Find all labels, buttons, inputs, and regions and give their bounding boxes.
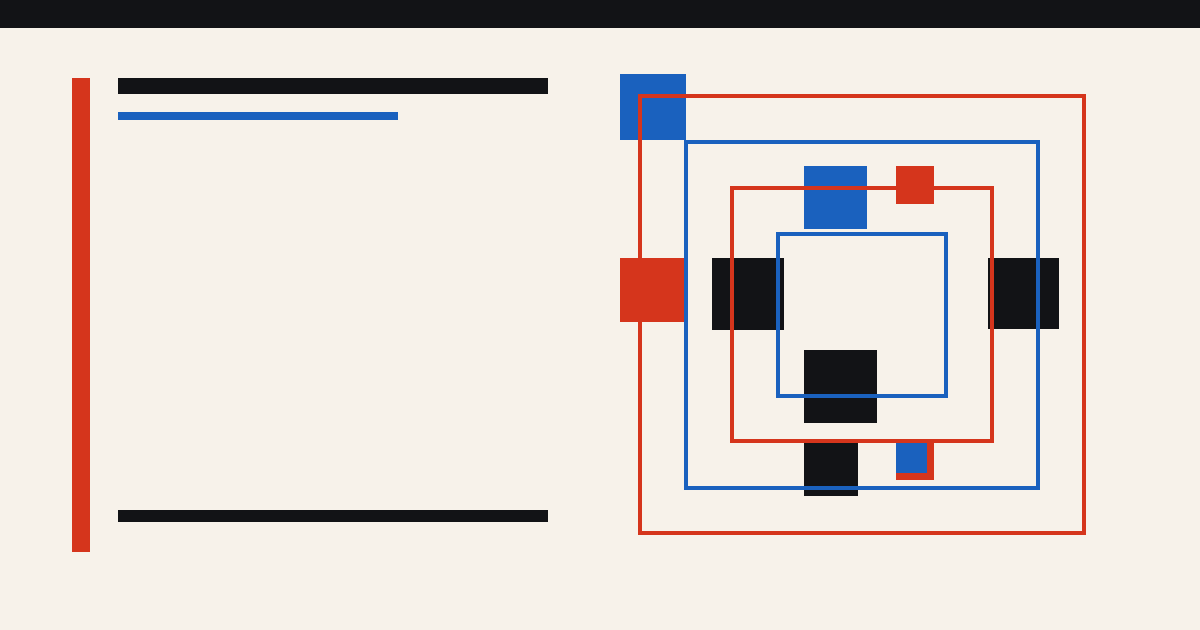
title-rule: [118, 78, 548, 94]
black-center-block: [804, 350, 877, 423]
subtitle-rule: [118, 112, 398, 120]
footer-rule: [118, 510, 548, 522]
black-right-block: [988, 258, 1059, 329]
red-side-block: [620, 258, 686, 322]
blue-top-block: [804, 166, 867, 229]
outer-red-frame: [638, 94, 1086, 535]
inner-blue-frame: [776, 232, 948, 398]
blue-frame: [684, 140, 1040, 490]
blue-small-bottom-block: [896, 442, 927, 473]
top-bar: [0, 0, 1200, 28]
black-left-block: [712, 258, 784, 330]
blue-corner-block: [620, 74, 686, 140]
red-small-block: [896, 166, 934, 204]
inner-red-frame: [730, 186, 994, 443]
left-accent-bar: [72, 78, 90, 552]
